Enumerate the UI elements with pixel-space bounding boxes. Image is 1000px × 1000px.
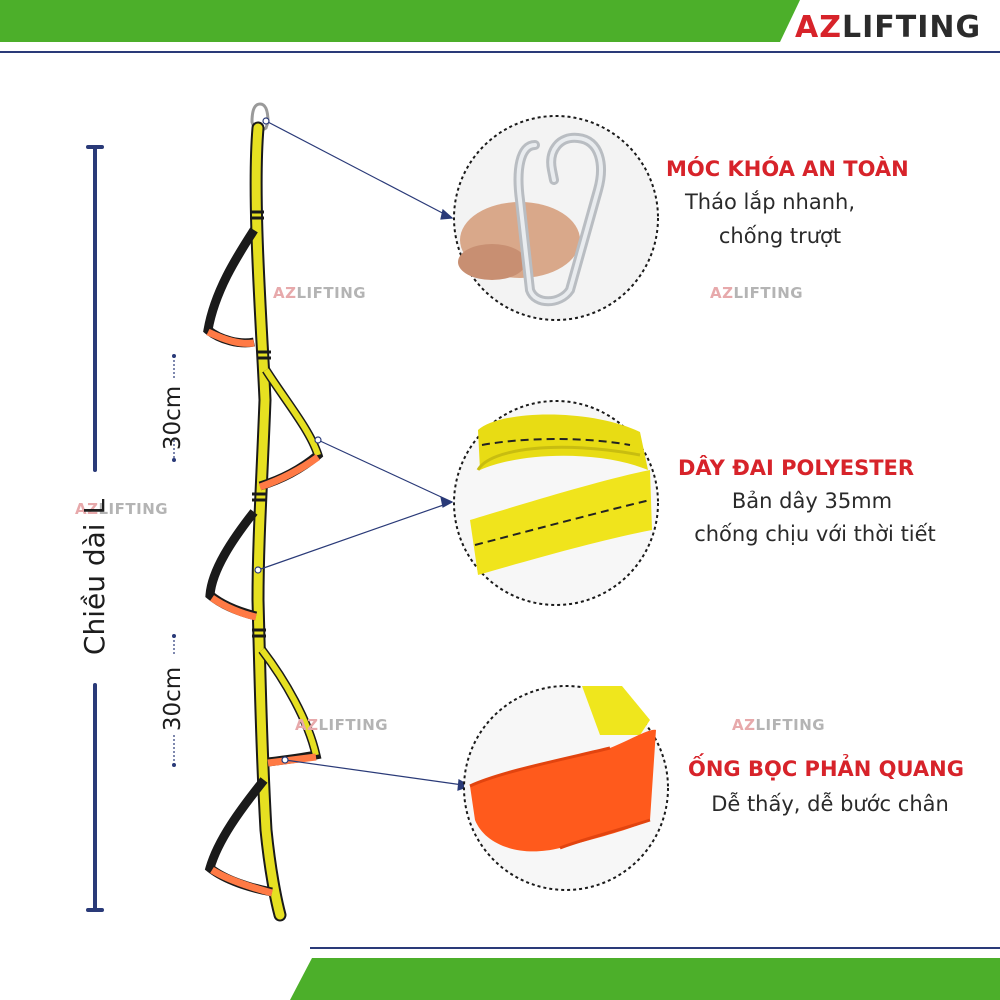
reflective-sleeve-detail-circle (463, 685, 669, 891)
watermark-prefix: AZ (295, 716, 319, 734)
watermark-suffix: LIFTING (296, 284, 367, 302)
feature-desc-webbing-line2: chống chịu với thời tiết (694, 522, 936, 546)
feature-desc-carabiner-line1: Tháo lắp nhanh, (684, 190, 856, 214)
watermark-prefix: AZ (732, 716, 756, 734)
watermark-prefix: AZ (710, 284, 734, 302)
feature-desc-reflective-sleeve: Dễ thấy, dễ bước chân (711, 792, 949, 816)
watermark-suffix: LIFTING (755, 716, 826, 734)
watermark-prefix: AZ (75, 500, 99, 518)
watermark-suffix: LIFTING (318, 716, 389, 734)
webbing-detail-circle (453, 400, 659, 606)
feature-title-carabiner: MÓC KHÓA AN TOÀN (666, 157, 909, 181)
top-green-banner (0, 0, 800, 42)
brand-logo-suffix: LIFTING (841, 10, 982, 45)
total-length-label: Chiều dài L (78, 498, 111, 656)
step-spacing-label-lower: 30cm (160, 666, 186, 732)
watermark: AZLIFTING (732, 716, 825, 734)
watermark-prefix: AZ (273, 284, 297, 302)
bottom-green-banner (290, 958, 1000, 1000)
watermark: AZLIFTING (273, 284, 366, 302)
rope-ladder-illustration (203, 102, 324, 922)
watermark-suffix: LIFTING (733, 284, 804, 302)
total-length-dimension (86, 145, 104, 912)
step-spacing-label-upper: 30cm (160, 385, 186, 451)
watermark: AZLIFTING (75, 500, 168, 518)
watermark: AZLIFTING (710, 284, 803, 302)
feature-desc-carabiner-line2: chống trượt (718, 224, 842, 248)
carabiner-detail-circle (453, 115, 659, 321)
feature-title-reflective-sleeve: ỐNG BỌC PHẢN QUANG (688, 757, 964, 781)
feature-desc-webbing-line1: Bản dây 35mm (731, 489, 893, 513)
brand-logo-prefix: AZ (795, 10, 842, 45)
watermark: AZLIFTING (295, 716, 388, 734)
watermark-suffix: LIFTING (98, 500, 169, 518)
brand-logo: AZLIFTING (795, 10, 981, 45)
feature-title-webbing: DÂY ĐAI POLYESTER (678, 456, 915, 480)
